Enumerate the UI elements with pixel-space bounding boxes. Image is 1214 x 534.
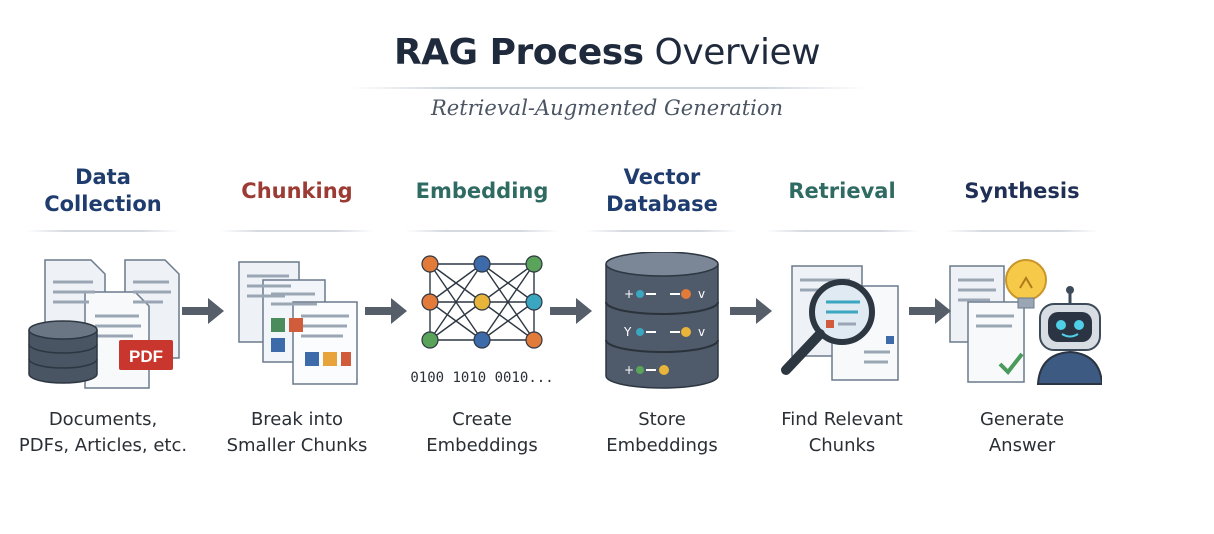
svg-text:+: +	[624, 287, 634, 301]
arrow-right-icon	[365, 298, 407, 324]
title-divider	[350, 87, 865, 89]
neural-network-icon: 0100 1010 0010...	[410, 255, 554, 386]
magnifier-documents-icon	[781, 265, 899, 381]
arrow-right-icon	[182, 298, 224, 324]
step-description: Create Embeddings	[426, 409, 538, 456]
step-description: Documents, PDFs, Articles, etc.	[18, 409, 188, 456]
heading-divider	[26, 230, 180, 232]
step-data-collection: Data Collection PDF Documents, PDFs, Art…	[18, 160, 188, 456]
step-heading: Retrieval	[788, 178, 896, 203]
pdf-badge: PDF	[129, 347, 163, 366]
step-retrieval: Retrieval Find Relevant Chunks	[757, 160, 927, 456]
heading-divider	[765, 230, 919, 232]
svg-text:v: v	[698, 325, 705, 339]
arrow-right-icon	[550, 298, 592, 324]
subtitle: Retrieval-Augmented Generation	[430, 96, 784, 120]
step-heading: Synthesis	[964, 178, 1080, 203]
arrow-right-icon	[730, 298, 772, 324]
step-description: Store Embeddings	[606, 409, 718, 456]
step-description: Generate Answer	[979, 409, 1065, 456]
step-description: Find Relevant Chunks	[781, 409, 903, 456]
step-heading: Vector Database	[606, 165, 718, 216]
svg-text:v: v	[698, 287, 705, 301]
title-regular: Overview	[654, 32, 821, 73]
step-synthesis: Synthesis Generate Answer	[937, 160, 1107, 456]
heading-divider	[585, 230, 739, 232]
chunked-pages-icon	[238, 261, 358, 385]
documents-database-icon: PDF	[28, 259, 180, 389]
robot-lightbulb-icon	[949, 259, 1102, 385]
page-title: RAG Process Overview	[0, 32, 1214, 73]
heading-divider	[945, 230, 1099, 232]
heading-divider	[405, 230, 559, 232]
heading-divider	[220, 230, 374, 232]
step-heading: Embedding	[415, 178, 549, 203]
step-heading: Data Collection	[44, 165, 162, 216]
step-heading: Chunking	[241, 178, 353, 203]
arrow-right-icon	[909, 298, 951, 324]
title-bold: RAG Process	[393, 32, 644, 73]
step-embedding: Embedding 0100 1010 0010... Crea	[397, 160, 567, 456]
binary-caption: 0100 1010 0010...	[410, 370, 553, 386]
svg-text:+: +	[624, 363, 634, 377]
step-description: Break into Smaller Chunks	[226, 409, 368, 456]
step-chunking: Chunking Break into Smaller Chunks	[212, 160, 382, 456]
svg-text:Y: Y	[623, 325, 632, 339]
